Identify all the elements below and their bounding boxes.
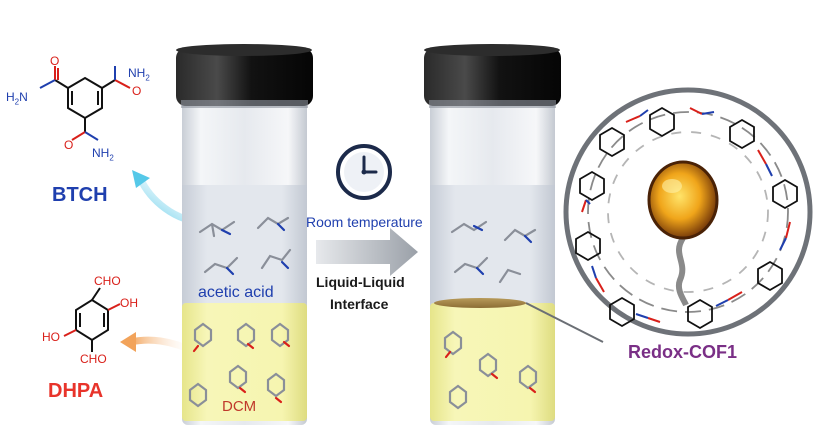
- dcm-label: DCM: [222, 398, 257, 415]
- dhpa-ho: HO: [42, 330, 60, 344]
- dhpa-oh: OH: [120, 296, 138, 310]
- left-vial: [176, 44, 313, 425]
- magnifier-circle-icon: [525, 87, 813, 343]
- arrow-right-icon: [316, 228, 418, 276]
- dhpa-cho-top: CHO: [94, 274, 121, 288]
- curved-arrow-icon: [132, 170, 150, 188]
- redox-cof1-label: Redox-COF1: [628, 342, 738, 362]
- btch-o-right: O: [132, 84, 142, 98]
- clock-icon: [336, 144, 392, 200]
- cof-film-icon: [434, 298, 526, 308]
- molecule-clusters: [188, 216, 538, 410]
- liquid-liquid-label: Liquid-Liquid: [316, 274, 405, 290]
- interface-label: Interface: [330, 296, 389, 312]
- btch-o-bottom: O: [64, 138, 74, 152]
- acetic-acid-label: acetic acid: [198, 284, 274, 301]
- dhpa-structure: [63, 287, 121, 352]
- btch-o-left: O: [50, 54, 60, 68]
- room-temperature-label: Room temperature: [306, 214, 423, 230]
- btch-name: BTCH: [52, 184, 108, 206]
- btch-nh2-top: NH2: [128, 66, 150, 83]
- btch-nh2-bottom: NH2: [92, 146, 114, 163]
- right-vial: [424, 44, 561, 425]
- dhpa-name: DHPA: [48, 380, 104, 402]
- btch-nh2-left: H2N: [6, 90, 28, 107]
- dhpa-cho-bottom: CHO: [80, 352, 107, 366]
- btch-structure: [39, 66, 131, 141]
- cof-droplet-photo: [647, 160, 719, 307]
- curved-arrow-icon: [120, 332, 136, 352]
